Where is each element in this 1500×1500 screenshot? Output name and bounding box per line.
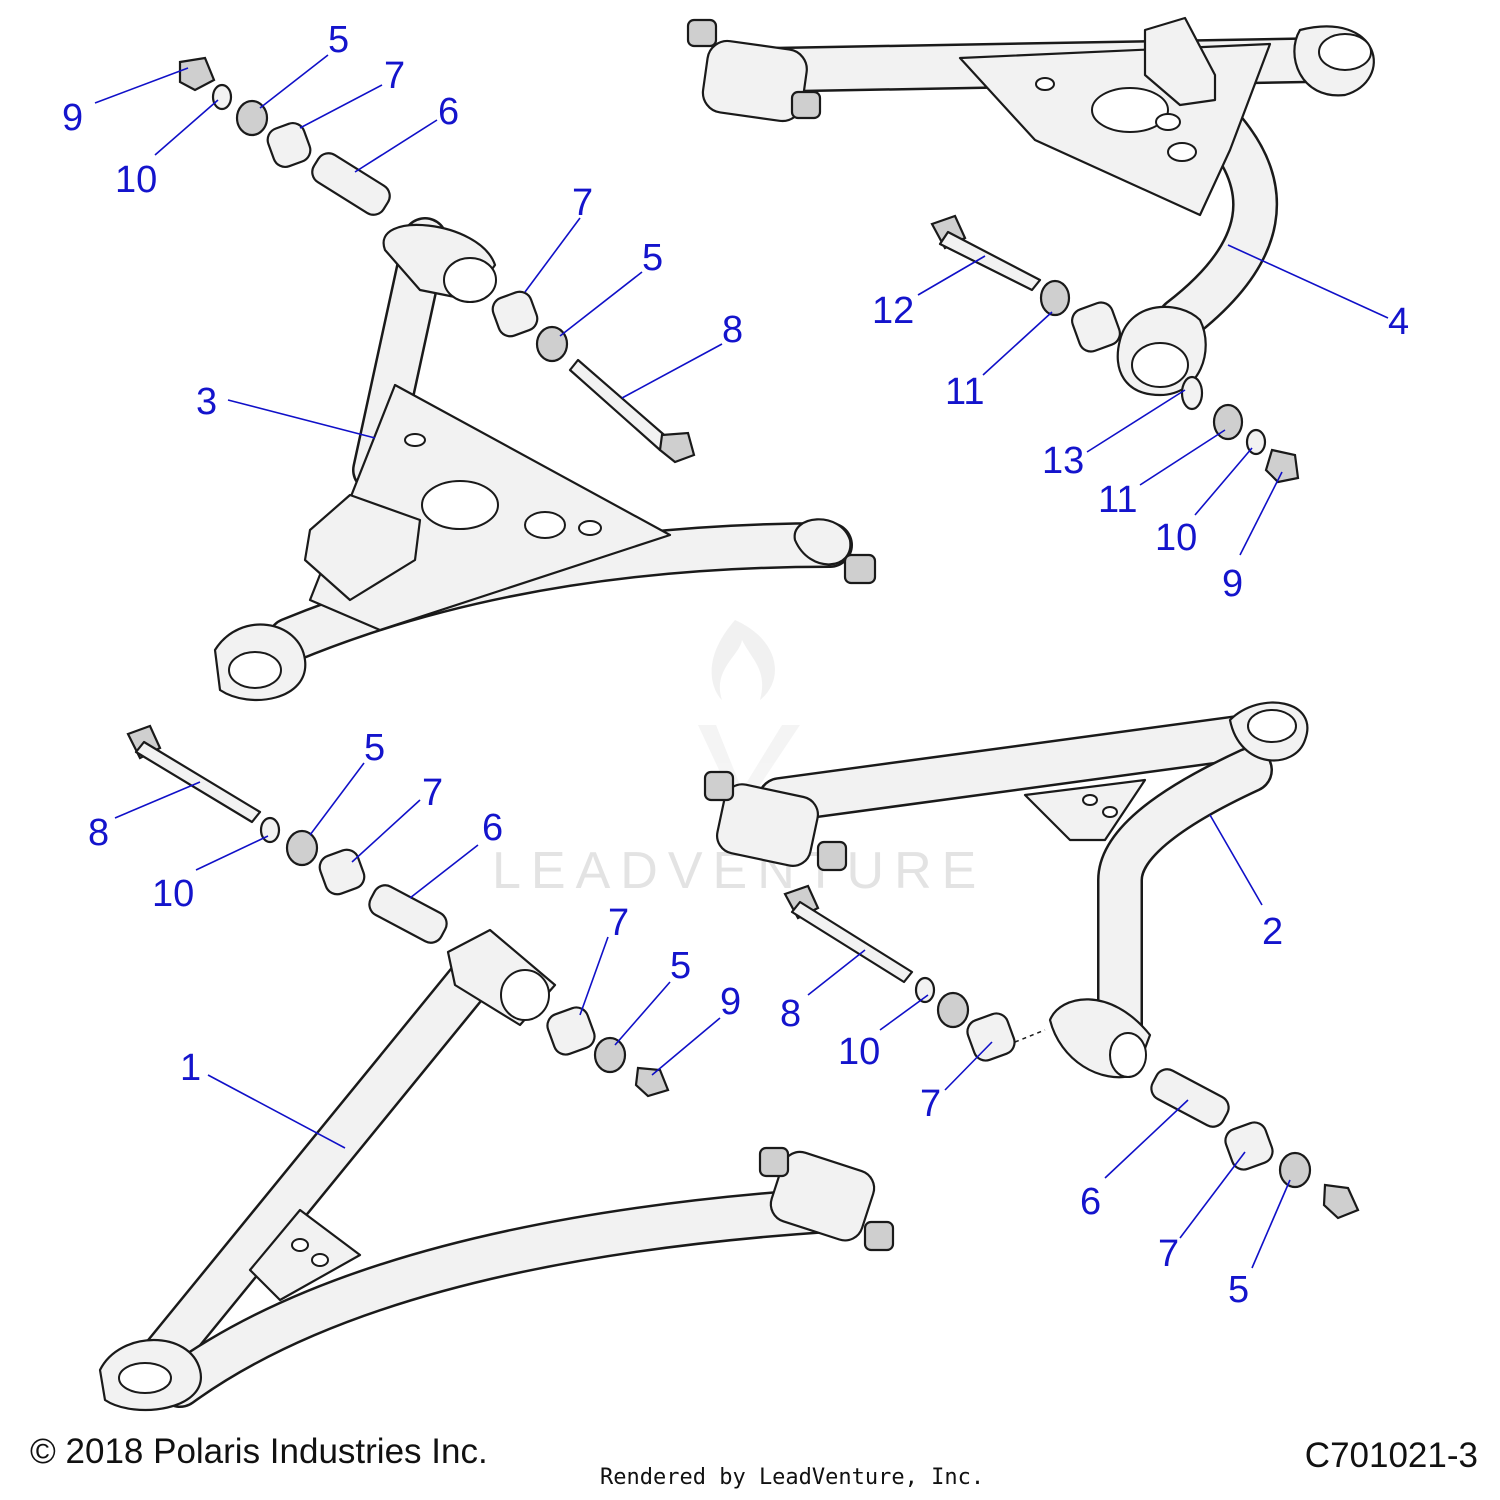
callout-10: 10 (1155, 517, 1197, 559)
sleeve-4 (1071, 301, 1121, 353)
bolt-8-a (568, 358, 672, 452)
sleeve-7-e (966, 1012, 1016, 1062)
washer-11-b (1212, 403, 1244, 441)
sleeve-7-a (266, 121, 312, 169)
callout-11: 11 (1098, 479, 1137, 521)
washer-10-a (211, 83, 233, 111)
callout-7: 7 (384, 55, 405, 97)
callout-8: 8 (722, 309, 743, 351)
washer-10-d (914, 976, 936, 1004)
bushing-5-d (593, 1036, 627, 1074)
nut-9-a (178, 56, 216, 92)
callout-4: 4 (1388, 301, 1409, 343)
sleeve-7-f (1224, 1121, 1274, 1171)
callout-5: 5 (328, 19, 349, 61)
bushing-5-f (1278, 1151, 1312, 1189)
callout-12: 12 (872, 290, 914, 332)
callout-6: 6 (1080, 1181, 1101, 1223)
sleeve-7-d (546, 1006, 596, 1056)
bushing-5-a (235, 99, 269, 137)
callout-10: 10 (152, 873, 194, 915)
callout-9: 9 (62, 97, 83, 139)
diagram-id: C701021-3 (1304, 1436, 1478, 1475)
tube-6-b (368, 884, 448, 944)
callout-1: 1 (180, 1047, 201, 1089)
washer-10-c (259, 816, 281, 844)
callout-5: 5 (670, 945, 691, 987)
washer-11-a (1039, 279, 1071, 317)
rendered-by-credit: Rendered by LeadVenture, Inc. (600, 1465, 985, 1490)
callout-7: 7 (608, 902, 629, 944)
callout-8: 8 (88, 812, 109, 854)
flame-v-logo-icon (698, 620, 800, 815)
bolt-12 (938, 230, 1042, 292)
nut-9-c (634, 1066, 670, 1098)
callout-7: 7 (1158, 1233, 1179, 1275)
callout-10: 10 (838, 1031, 880, 1073)
bushing-5-b (535, 325, 569, 363)
tube-6-c (1150, 1068, 1230, 1128)
sleeve-7-b (491, 290, 539, 338)
callout-5: 5 (642, 237, 663, 279)
a-arm-lower-left-part-1 (98, 928, 895, 1412)
callout-7: 7 (920, 1083, 941, 1125)
copyright-notice: © 2018 Polaris Industries Inc. (30, 1432, 488, 1471)
callout-13: 13 (1042, 440, 1084, 482)
ring-13 (1180, 375, 1204, 411)
callout-9: 9 (1222, 563, 1243, 605)
bushing-5-e (936, 991, 970, 1029)
tube-6-a (311, 152, 391, 216)
callout-11: 11 (945, 371, 984, 413)
a-arm-upper-right-part-4 (686, 16, 1375, 397)
hardware-group (126, 56, 1360, 1220)
callout-7: 7 (422, 772, 443, 814)
a-arm-upper-left-part-3 (213, 217, 877, 702)
bushing-5-c (285, 829, 319, 867)
callout-7: 7 (572, 182, 593, 224)
callout-6: 6 (482, 807, 503, 849)
nut-9-d (1322, 1183, 1360, 1220)
callout-9: 9 (720, 981, 741, 1023)
callout-6: 6 (438, 91, 459, 133)
callout-5: 5 (364, 727, 385, 769)
callout-2: 2 (1262, 911, 1283, 953)
callout-labels: 9 5 7 10 6 7 5 8 3 12 4 11 13 11 10 9 5 … (62, 19, 1409, 1311)
leader-lines (94, 54, 1389, 1269)
bolt-8-c (790, 900, 914, 984)
a-arm-lower-right-part-2 (703, 701, 1309, 1079)
callout-8: 8 (780, 993, 801, 1035)
callout-5: 5 (1228, 1269, 1249, 1311)
callout-3: 3 (196, 381, 217, 423)
bolt-8-a-head (658, 431, 696, 464)
nut-9-b (1264, 448, 1300, 484)
callout-10: 10 (115, 159, 157, 201)
